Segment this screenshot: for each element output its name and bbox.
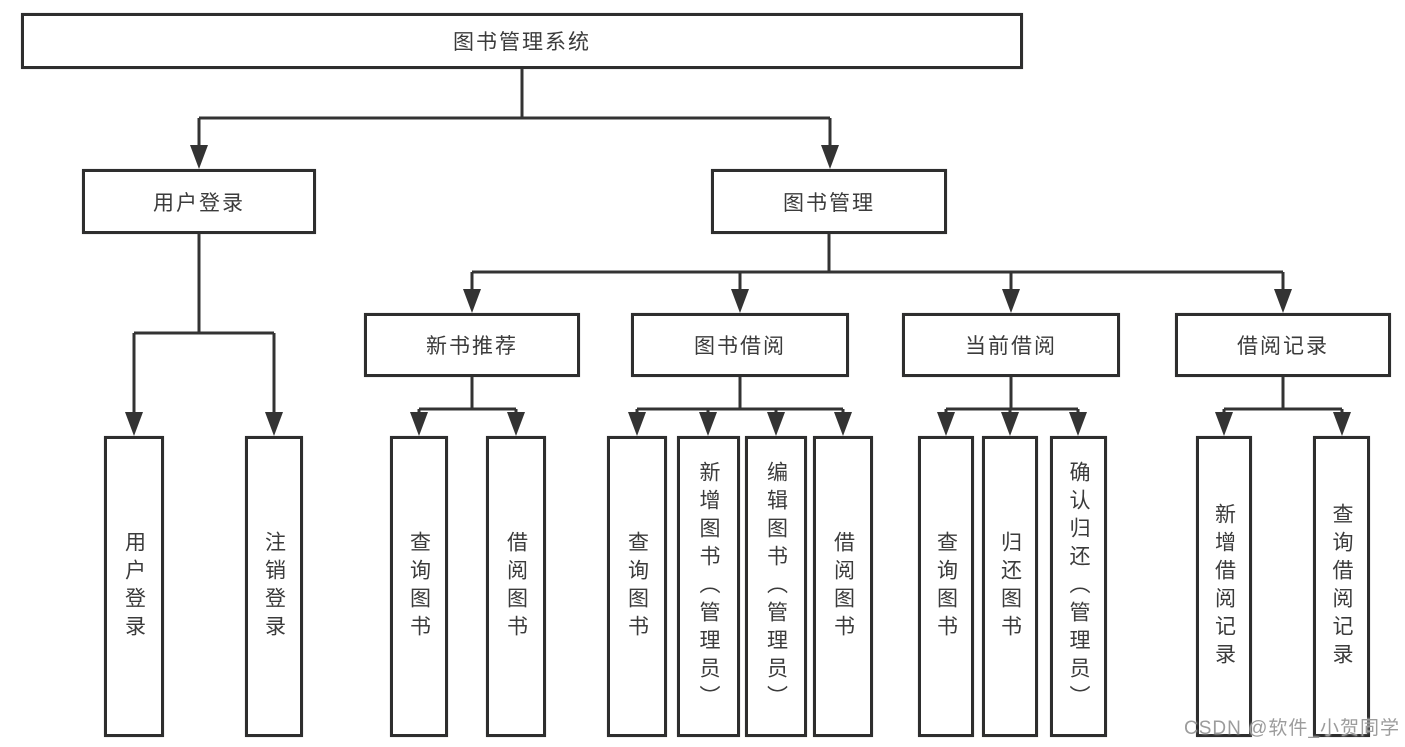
leaf-borrow-books-recommend-label: 借阅图书 bbox=[504, 530, 528, 643]
node-book-borrowing-label: 图书借阅 bbox=[694, 335, 786, 358]
leaf-return-books-label: 归还图书 bbox=[998, 530, 1022, 643]
leaf-return-books: 归还图书 bbox=[982, 436, 1038, 737]
node-new-book-recommend: 新书推荐 bbox=[364, 313, 580, 377]
leaf-query-books-borrow: 查询图书 bbox=[607, 436, 667, 737]
node-book-borrowing: 图书借阅 bbox=[631, 313, 849, 377]
leaf-logout-label: 注销登录 bbox=[262, 530, 286, 643]
leaf-user-login-label: 用户登录 bbox=[122, 530, 146, 643]
leaf-user-login: 用户登录 bbox=[104, 436, 164, 737]
leaf-confirm-return-admin-label: 确认归还（管理员） bbox=[1067, 460, 1090, 713]
leaf-edit-books-admin-label: 编辑图书（管理员） bbox=[764, 460, 788, 713]
leaf-borrow-books: 借阅图书 bbox=[813, 436, 873, 737]
node-user-login-label: 用户登录 bbox=[153, 191, 245, 215]
node-library-system: 图书管理系统 bbox=[21, 13, 1023, 69]
leaf-add-borrow-record-label: 新增借阅记录 bbox=[1212, 502, 1236, 671]
leaf-borrow-books-label: 借阅图书 bbox=[831, 530, 855, 643]
leaf-edit-books-admin: 编辑图书（管理员） bbox=[745, 436, 807, 737]
node-user-login: 用户登录 bbox=[82, 169, 316, 234]
leaf-add-borrow-record: 新增借阅记录 bbox=[1196, 436, 1252, 737]
node-current-borrowing: 当前借阅 bbox=[902, 313, 1120, 377]
leaf-borrow-books-recommend: 借阅图书 bbox=[486, 436, 546, 737]
node-book-management: 图书管理 bbox=[711, 169, 947, 234]
leaf-add-books-admin-label: 新增图书（管理员） bbox=[697, 460, 720, 713]
leaf-query-books-recommend-label: 查询图书 bbox=[407, 530, 431, 643]
leaf-query-borrow-record: 查询借阅记录 bbox=[1313, 436, 1370, 737]
leaf-query-books-borrow-label: 查询图书 bbox=[625, 530, 649, 643]
leaf-query-books-current: 查询图书 bbox=[918, 436, 974, 737]
node-borrowing-records: 借阅记录 bbox=[1175, 313, 1391, 377]
node-library-system-label: 图书管理系统 bbox=[453, 31, 591, 54]
leaf-add-books-admin: 新增图书（管理员） bbox=[677, 436, 740, 737]
leaf-query-books-recommend: 查询图书 bbox=[390, 436, 448, 737]
node-new-book-recommend-label: 新书推荐 bbox=[426, 335, 518, 358]
leaf-query-books-current-label: 查询图书 bbox=[934, 530, 958, 643]
leaf-query-borrow-record-label: 查询借阅记录 bbox=[1330, 502, 1353, 671]
node-current-borrowing-label: 当前借阅 bbox=[965, 335, 1057, 358]
node-book-management-label: 图书管理 bbox=[783, 191, 875, 215]
node-borrowing-records-label: 借阅记录 bbox=[1237, 335, 1329, 358]
leaf-confirm-return-admin: 确认归还（管理员） bbox=[1050, 436, 1107, 737]
csdn-watermark: CSDN @软件_小贺同学 bbox=[1184, 718, 1400, 739]
leaf-logout: 注销登录 bbox=[245, 436, 303, 737]
